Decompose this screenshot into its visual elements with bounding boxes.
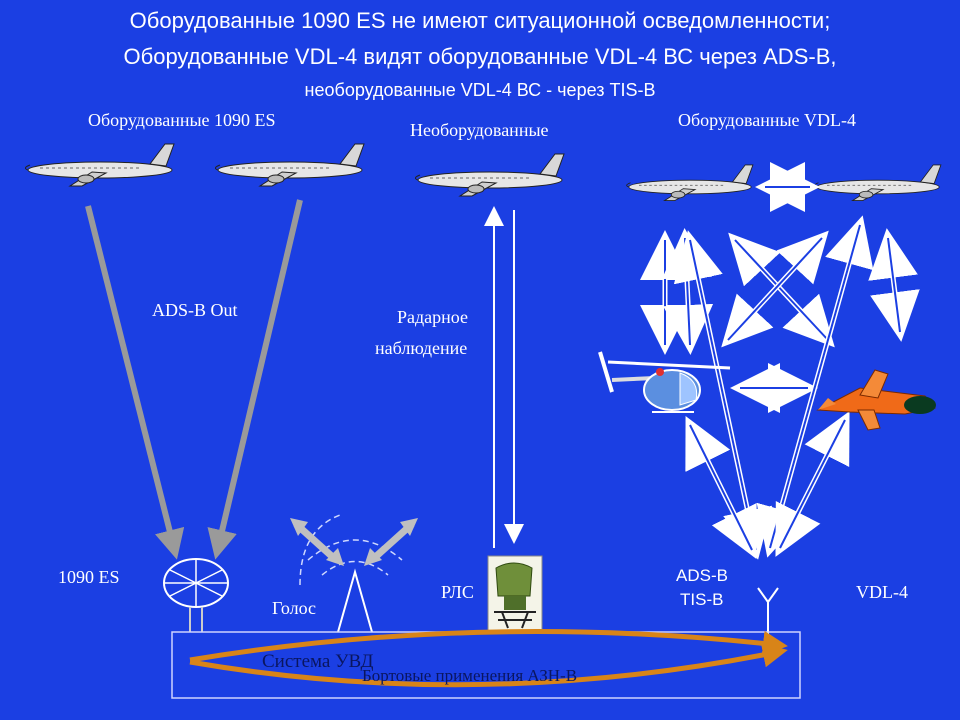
ads-b-out-arrow-left <box>85 205 185 560</box>
tis-b-ground-label: TIS-B <box>680 590 724 609</box>
voice-label: Голос <box>272 598 317 618</box>
title-line-3: необорудованные VDL-4 ВС - через TIS-B <box>304 80 656 100</box>
group-label-1090: Оборудованные 1090 ES <box>88 110 276 130</box>
vdl4-ground-label: VDL-4 <box>856 582 908 602</box>
onboard-arrow-bottom <box>189 642 788 688</box>
aircraft-1090-a <box>24 143 175 187</box>
group-label-unequipped: Необорудованные <box>410 120 549 140</box>
radar-station-label: РЛС <box>441 582 474 602</box>
drone-icon <box>816 369 936 431</box>
vdl4-link-arrows <box>640 162 920 560</box>
onboard-applications-label: Бортовые применения АЗН-В <box>362 666 578 685</box>
radar-label-line1: Радарное <box>397 307 468 327</box>
ads-b-out-arrow-right <box>207 199 303 560</box>
es1090-label: 1090 ES <box>58 567 120 587</box>
vdl4-antenna-icon <box>757 587 779 636</box>
ads-b-out-label: ADS-B Out <box>152 300 238 320</box>
radar-station-icon <box>487 555 543 633</box>
aircraft-unequipped <box>414 153 565 197</box>
es1090-antenna-icon <box>163 558 229 632</box>
aircraft-vdl4-a <box>626 164 754 202</box>
atc-system-label: Система УВД <box>262 651 374 672</box>
aircraft-vdl4-b <box>814 164 942 202</box>
title-line-2: Оборудованные VDL-4 видят оборудованные … <box>123 44 837 69</box>
radar-label-line2: наблюдение <box>375 338 468 358</box>
aircraft-1090-b <box>214 143 365 187</box>
voice-tower-icon <box>290 514 418 633</box>
helicopter-icon <box>598 351 731 413</box>
group-label-vdl4: Оборудованные VDL-4 <box>678 110 857 130</box>
onboard-arrow-top <box>189 629 788 663</box>
ads-b-ground-label: ADS-B <box>676 566 728 585</box>
title-line-1: Оборудованные 1090 ES не имеют ситуацион… <box>129 8 831 33</box>
